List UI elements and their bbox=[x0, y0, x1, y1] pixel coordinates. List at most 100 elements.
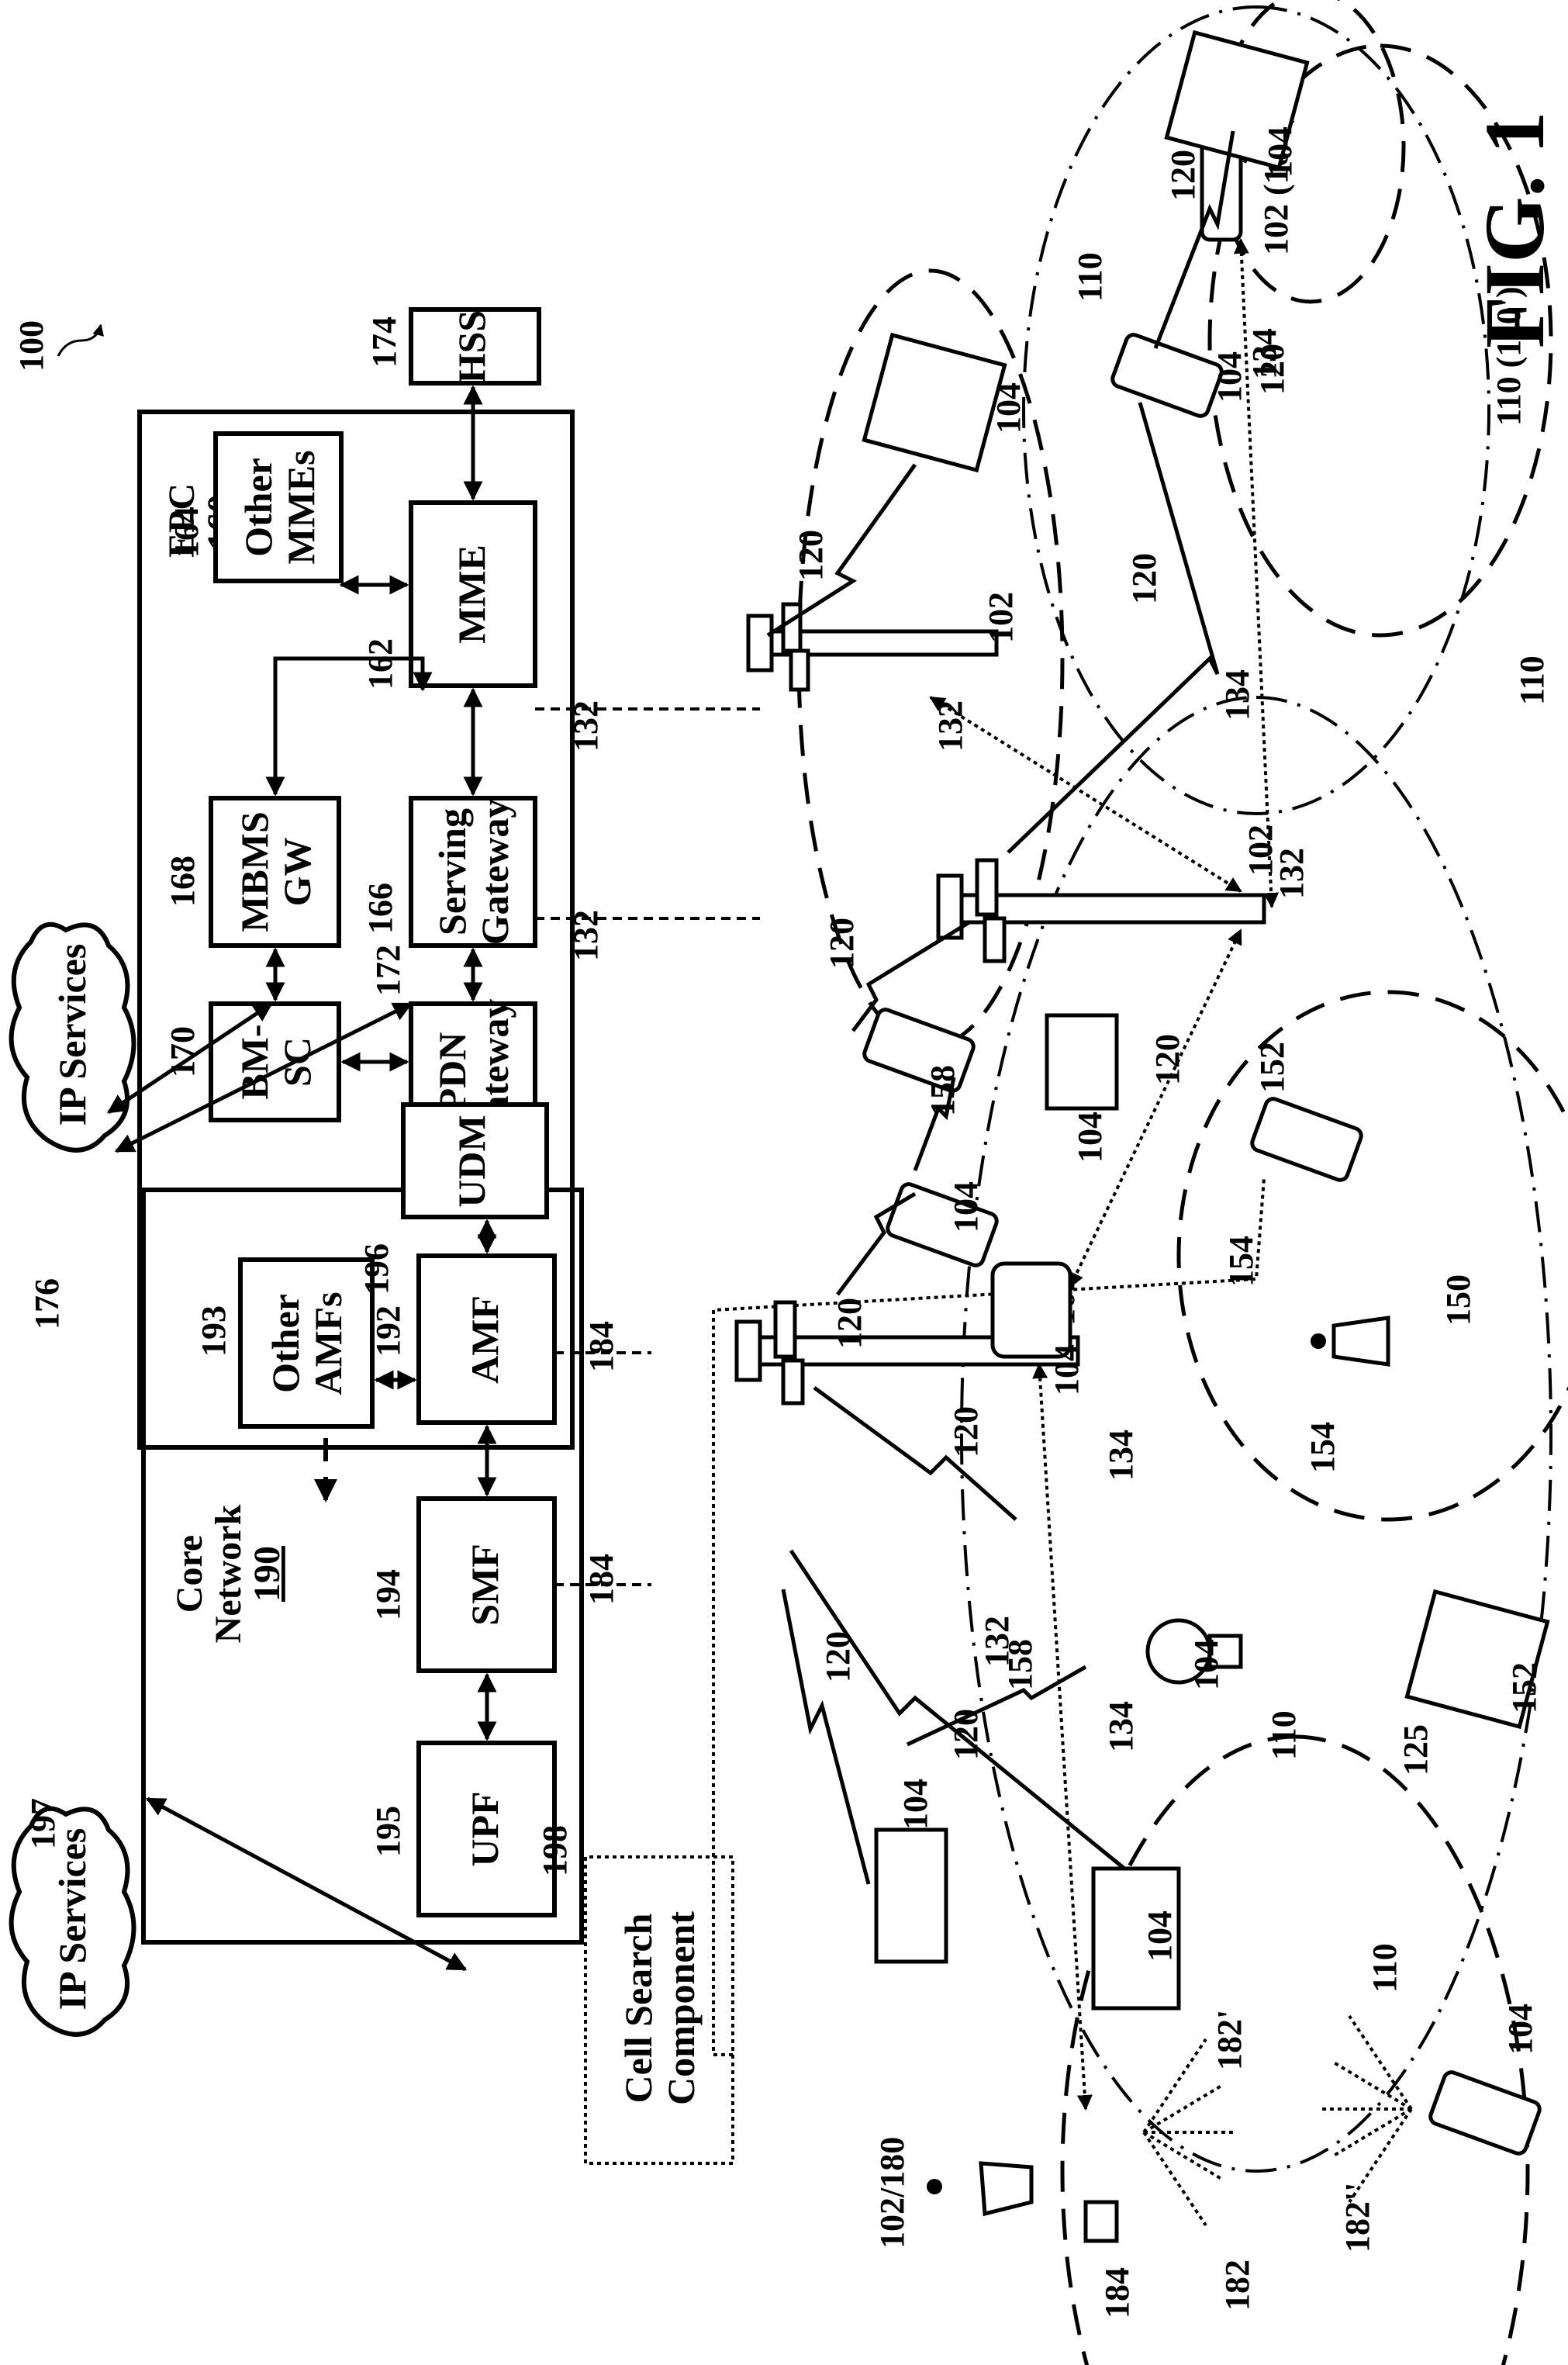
ip-services-epc-ref: 176 bbox=[28, 1278, 66, 1329]
other-mmes-label-2: MMEs bbox=[279, 450, 323, 564]
beam-ref: 182 bbox=[1218, 2260, 1256, 2311]
ue-truck: 104 bbox=[1093, 1869, 1179, 2008]
ue-gas-pump: 104 bbox=[1047, 1015, 1117, 1163]
coverage-ref-4: 110 bbox=[1366, 1943, 1404, 1993]
backhaul-134-mmw bbox=[1039, 1364, 1086, 2109]
backhaul-ref-4: 132 bbox=[1273, 848, 1311, 899]
mbms-gw-block: MBMS GW 168 bbox=[164, 798, 339, 946]
system-ref-arrow bbox=[58, 325, 101, 356]
other-mmes-label-1: Other bbox=[237, 458, 280, 557]
ip-services-epc-cloud: IP Services 176 bbox=[12, 925, 134, 1329]
cell-search-component: Cell Search Component 198 bbox=[536, 1825, 733, 2163]
serving-gateway-block: Serving Gateway 166 bbox=[361, 798, 535, 946]
cell-search-label-2: Component bbox=[659, 1911, 703, 2105]
upf-block: UPF 195 bbox=[369, 1743, 554, 1915]
mme-mbms-link bbox=[275, 659, 423, 794]
ue-phone-2-ref: 104 bbox=[947, 1181, 985, 1233]
sta-laptop-ref: 152 bbox=[1505, 1662, 1543, 1713]
backhaul-interface-ref-1: 134 bbox=[1102, 1430, 1140, 1481]
link-ref-7: 120 bbox=[1125, 553, 1163, 604]
pdn-gateway-ref: 172 bbox=[369, 945, 407, 996]
beam-tx-ref: 182'' bbox=[1338, 2183, 1376, 2253]
ue-phone-4-ref: 104 bbox=[1211, 351, 1249, 403]
ue-laptop-1: 104 bbox=[864, 335, 1027, 470]
ip-services-epc-label: IP Services bbox=[50, 944, 94, 1126]
figure-title: FIG. 1 bbox=[1467, 111, 1562, 348]
ue-phone-4: 104 bbox=[1110, 333, 1249, 418]
ue-phone-2: 104 bbox=[886, 1181, 999, 1267]
serving-gateway-label-1: Serving bbox=[430, 808, 474, 935]
coverage-ref-2: 110 bbox=[1071, 252, 1109, 302]
serving-gateway-label-2: Gateway bbox=[473, 799, 516, 946]
amf-label: AMF bbox=[463, 1295, 506, 1384]
ue-laptop-2-ref: 104 bbox=[1261, 126, 1299, 178]
udm-label: UDM bbox=[450, 1115, 493, 1207]
pdn-gateway-label-1: PDN bbox=[430, 1032, 474, 1112]
other-amfs-label-2: AMFs bbox=[306, 1291, 350, 1395]
mmw-backhaul-ref: 184 bbox=[1098, 2267, 1136, 2318]
mme-block: MME 162 bbox=[361, 503, 535, 690]
beamforming-beams: 182' 182 182'' bbox=[1144, 2010, 1411, 2311]
amf-block: AMF 192 bbox=[369, 1256, 554, 1423]
cell-search-ref: 198 bbox=[536, 1825, 574, 1876]
core-ref: 190 bbox=[247, 1546, 288, 1602]
system-ref: 100 bbox=[12, 320, 50, 372]
core-backhaul-ref-1: 184 bbox=[582, 1321, 620, 1372]
mbms-gw-ref: 168 bbox=[164, 856, 202, 907]
mmw-base-station: 102/180 184 bbox=[873, 2137, 1136, 2318]
other-amfs-block: Other AMFs 193 bbox=[195, 1260, 372, 1426]
link-ref-2: 120 bbox=[947, 1709, 985, 1760]
wlan-coverage-ref: 125 bbox=[1397, 1724, 1435, 1775]
mbms-gw-label-2: GW bbox=[275, 838, 319, 907]
core-title-1: Core bbox=[169, 1535, 210, 1613]
smf-block: SMF 194 bbox=[369, 1499, 554, 1671]
backhaul-interface-ref-2: 134 bbox=[1102, 1701, 1140, 1752]
ue-car-1: 104 bbox=[876, 1779, 946, 1962]
backhaul-ref-3: 132 bbox=[978, 1616, 1016, 1667]
backhaul-interface-ref-3: 134 bbox=[1218, 669, 1256, 721]
mbms-gw-label-1: MBMS bbox=[233, 811, 276, 932]
smf-ref: 194 bbox=[369, 1569, 407, 1620]
base-station-tower-2: 102 bbox=[938, 825, 1280, 961]
mmw-base-station-ref: 102/180 bbox=[873, 2137, 911, 2249]
core-title-2: Network bbox=[208, 1504, 249, 1643]
backhaul-ref-2: 132 bbox=[567, 910, 605, 961]
link-120-c bbox=[814, 1388, 1016, 1520]
link-ref-10: 120 bbox=[1148, 1034, 1186, 1085]
wlan-link-ref-2: 154 bbox=[1222, 1236, 1260, 1287]
hss-block: HSS 174 bbox=[365, 309, 539, 383]
link-ref-5: 120 bbox=[823, 918, 861, 969]
ue-meter-ref: 104 bbox=[1187, 1639, 1225, 1690]
ue-parking-meter: 104 bbox=[1148, 1620, 1241, 1690]
ue-car-1-ref: 104 bbox=[896, 1779, 934, 1830]
beam-rx-ref: 182' bbox=[1211, 2010, 1249, 2070]
link-ref-4: 120 bbox=[831, 1298, 869, 1349]
tower-3-ref: 102 bbox=[982, 592, 1020, 643]
link-ref-3: 120 bbox=[947, 1406, 985, 1457]
link-ref-1: 120 bbox=[819, 1631, 857, 1682]
coverage-ref-3: 110 bbox=[1265, 1710, 1303, 1760]
wlan-station-laptop: 152 bbox=[1407, 1592, 1547, 1727]
link-ref-8: 120 bbox=[1164, 150, 1202, 201]
wlan-link-ref-1: 154 bbox=[1304, 1422, 1342, 1473]
hss-ref: 174 bbox=[365, 316, 403, 368]
core-backhaul-ref-2: 184 bbox=[582, 1554, 620, 1605]
upf-ref: 195 bbox=[369, 1806, 407, 1857]
ip-services-core-ref: 197 bbox=[24, 1798, 62, 1849]
udm-ref: 196 bbox=[357, 1243, 395, 1295]
cell-search-label-1: Cell Search bbox=[616, 1913, 660, 2103]
hss-label: HSS bbox=[450, 310, 493, 384]
sta-phone-ref: 152 bbox=[1253, 1042, 1291, 1093]
ip-services-core-cloud: IP Services 197 bbox=[12, 1798, 134, 2035]
coverage-ref-1: 110 bbox=[1513, 655, 1551, 705]
upf-label: UPF bbox=[463, 1791, 506, 1866]
other-mmes-ref: 164 bbox=[168, 507, 205, 558]
link-120-g bbox=[1008, 403, 1217, 852]
backhaul-ref-5: 132 bbox=[931, 700, 969, 752]
ue-laptop-1-ref: 104 bbox=[989, 382, 1027, 434]
base-station-tower-3: 102 bbox=[748, 592, 1020, 690]
other-amfs-label-1: Other bbox=[264, 1294, 307, 1393]
backhaul-interface-ref-4: 134 bbox=[1245, 328, 1283, 379]
mme-label: MME bbox=[450, 545, 493, 644]
